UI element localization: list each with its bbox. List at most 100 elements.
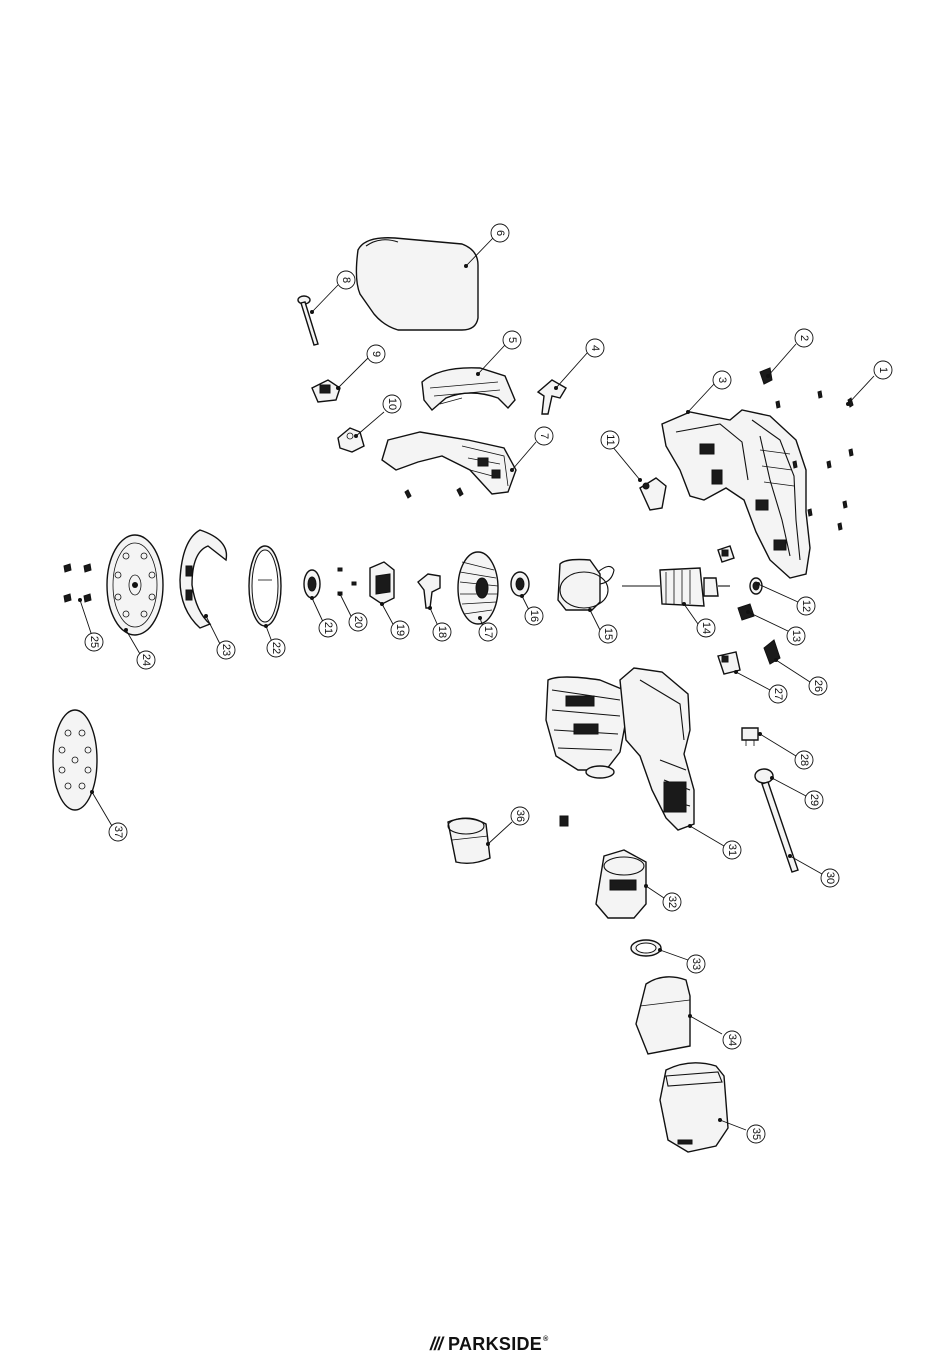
callout-21: 21: [319, 619, 337, 637]
svg-text:9: 9: [370, 351, 382, 357]
part-9: [312, 380, 340, 402]
part-6-cover: [356, 238, 478, 330]
callout-12: 12: [797, 597, 815, 615]
callout-33: 33: [687, 955, 705, 973]
svg-text:15: 15: [602, 628, 614, 640]
svg-text:12: 12: [800, 600, 812, 612]
part-21-bearing: [304, 570, 320, 598]
callout-26: 26: [809, 677, 827, 695]
part-16-bearing: [511, 572, 529, 596]
part-7: [382, 432, 516, 494]
svg-text:35: 35: [750, 1128, 762, 1140]
callout-23: 23: [217, 641, 235, 659]
svg-text:24: 24: [140, 654, 152, 666]
svg-text:37: 37: [112, 826, 124, 838]
callout-3: 3: [713, 371, 731, 389]
callout-8: 8: [337, 271, 355, 289]
callout-4: 4: [586, 339, 604, 357]
svg-text:5: 5: [506, 337, 518, 343]
svg-text:14: 14: [700, 622, 712, 634]
part-37-abrasive-disc: [53, 710, 97, 810]
part-36-adapter: [448, 818, 490, 863]
callout-15: 15: [599, 625, 617, 643]
part-10: [338, 428, 364, 452]
svg-text:3: 3: [716, 377, 728, 383]
svg-text:23: 23: [220, 644, 232, 656]
part-3-housing: [662, 410, 810, 578]
callout-37: 37: [109, 823, 127, 841]
callout-7: 7: [535, 427, 553, 445]
part-8-pin: [298, 296, 318, 345]
part-25-screws: [64, 564, 91, 602]
callout-30: 30: [821, 869, 839, 887]
part-22-ring: [249, 546, 281, 626]
callout-13: 13: [787, 627, 805, 645]
brand-name: PARKSIDE: [448, 1334, 542, 1354]
part-18: [418, 574, 440, 608]
part-brush-holder: [718, 546, 734, 562]
part-spring: [560, 816, 568, 826]
callout-31: 31: [723, 841, 741, 859]
parkside-logo: /// PARKSIDE®: [430, 1334, 549, 1355]
part-5: [422, 368, 515, 410]
svg-text:34: 34: [726, 1034, 738, 1046]
callout-25: 25: [85, 633, 103, 651]
callout-35: 35: [747, 1125, 765, 1143]
callout-10: 10: [383, 395, 401, 413]
part-35-container: [660, 1063, 728, 1152]
part-24-pad: [107, 535, 163, 635]
callout-9: 9: [367, 345, 385, 363]
svg-text:13: 13: [790, 630, 802, 642]
callout-2: 2: [795, 329, 813, 347]
part-14-armature: [622, 568, 730, 606]
svg-text:32: 32: [666, 896, 678, 908]
part-23-guard: [180, 530, 226, 628]
svg-text:18: 18: [436, 626, 448, 638]
svg-text:28: 28: [798, 754, 810, 766]
brand-slashes: ///: [430, 1334, 442, 1354]
part-31-assembled-sander: [546, 668, 694, 830]
part-4: [538, 380, 566, 414]
callout-11: 11: [601, 431, 619, 449]
svg-text:1: 1: [877, 367, 889, 373]
svg-text:36: 36: [514, 810, 526, 822]
callout-29: 29: [805, 791, 823, 809]
svg-text:25: 25: [88, 636, 100, 648]
part-19-counterweight: [370, 562, 394, 604]
callout-24: 24: [137, 651, 155, 669]
callout-16: 16: [525, 607, 543, 625]
registered-mark: ®: [543, 1336, 548, 1343]
svg-text:7: 7: [538, 433, 550, 439]
svg-text:30: 30: [824, 872, 836, 884]
svg-text:20: 20: [352, 616, 364, 628]
callout-19: 19: [391, 621, 409, 639]
callout-34: 34: [723, 1031, 741, 1049]
callout-32: 32: [663, 893, 681, 911]
svg-text:31: 31: [726, 844, 738, 856]
part-15-stator: [558, 560, 614, 611]
svg-text:22: 22: [270, 642, 282, 654]
callout-5: 5: [503, 331, 521, 349]
callout-36: 36: [511, 807, 529, 825]
svg-text:27: 27: [772, 688, 784, 700]
callout-18: 18: [433, 623, 451, 641]
svg-text:10: 10: [386, 398, 398, 410]
svg-text:16: 16: [528, 610, 540, 622]
part-34-filter: [636, 977, 690, 1054]
svg-text:2: 2: [798, 335, 810, 341]
part-33-ring: [631, 940, 661, 956]
callout-6: 6: [491, 224, 509, 242]
part-12: [750, 578, 762, 594]
callout-22: 22: [267, 639, 285, 657]
svg-text:29: 29: [808, 794, 820, 806]
callout-17: 17: [479, 623, 497, 641]
svg-text:4: 4: [589, 345, 601, 351]
callout-27: 27: [769, 685, 787, 703]
callout-1: 1: [874, 361, 892, 379]
callout-28: 28: [795, 751, 813, 769]
part-28: [742, 728, 758, 746]
svg-text:26: 26: [812, 680, 824, 692]
part-32-dust-port: [596, 850, 646, 918]
svg-text:8: 8: [340, 277, 352, 283]
